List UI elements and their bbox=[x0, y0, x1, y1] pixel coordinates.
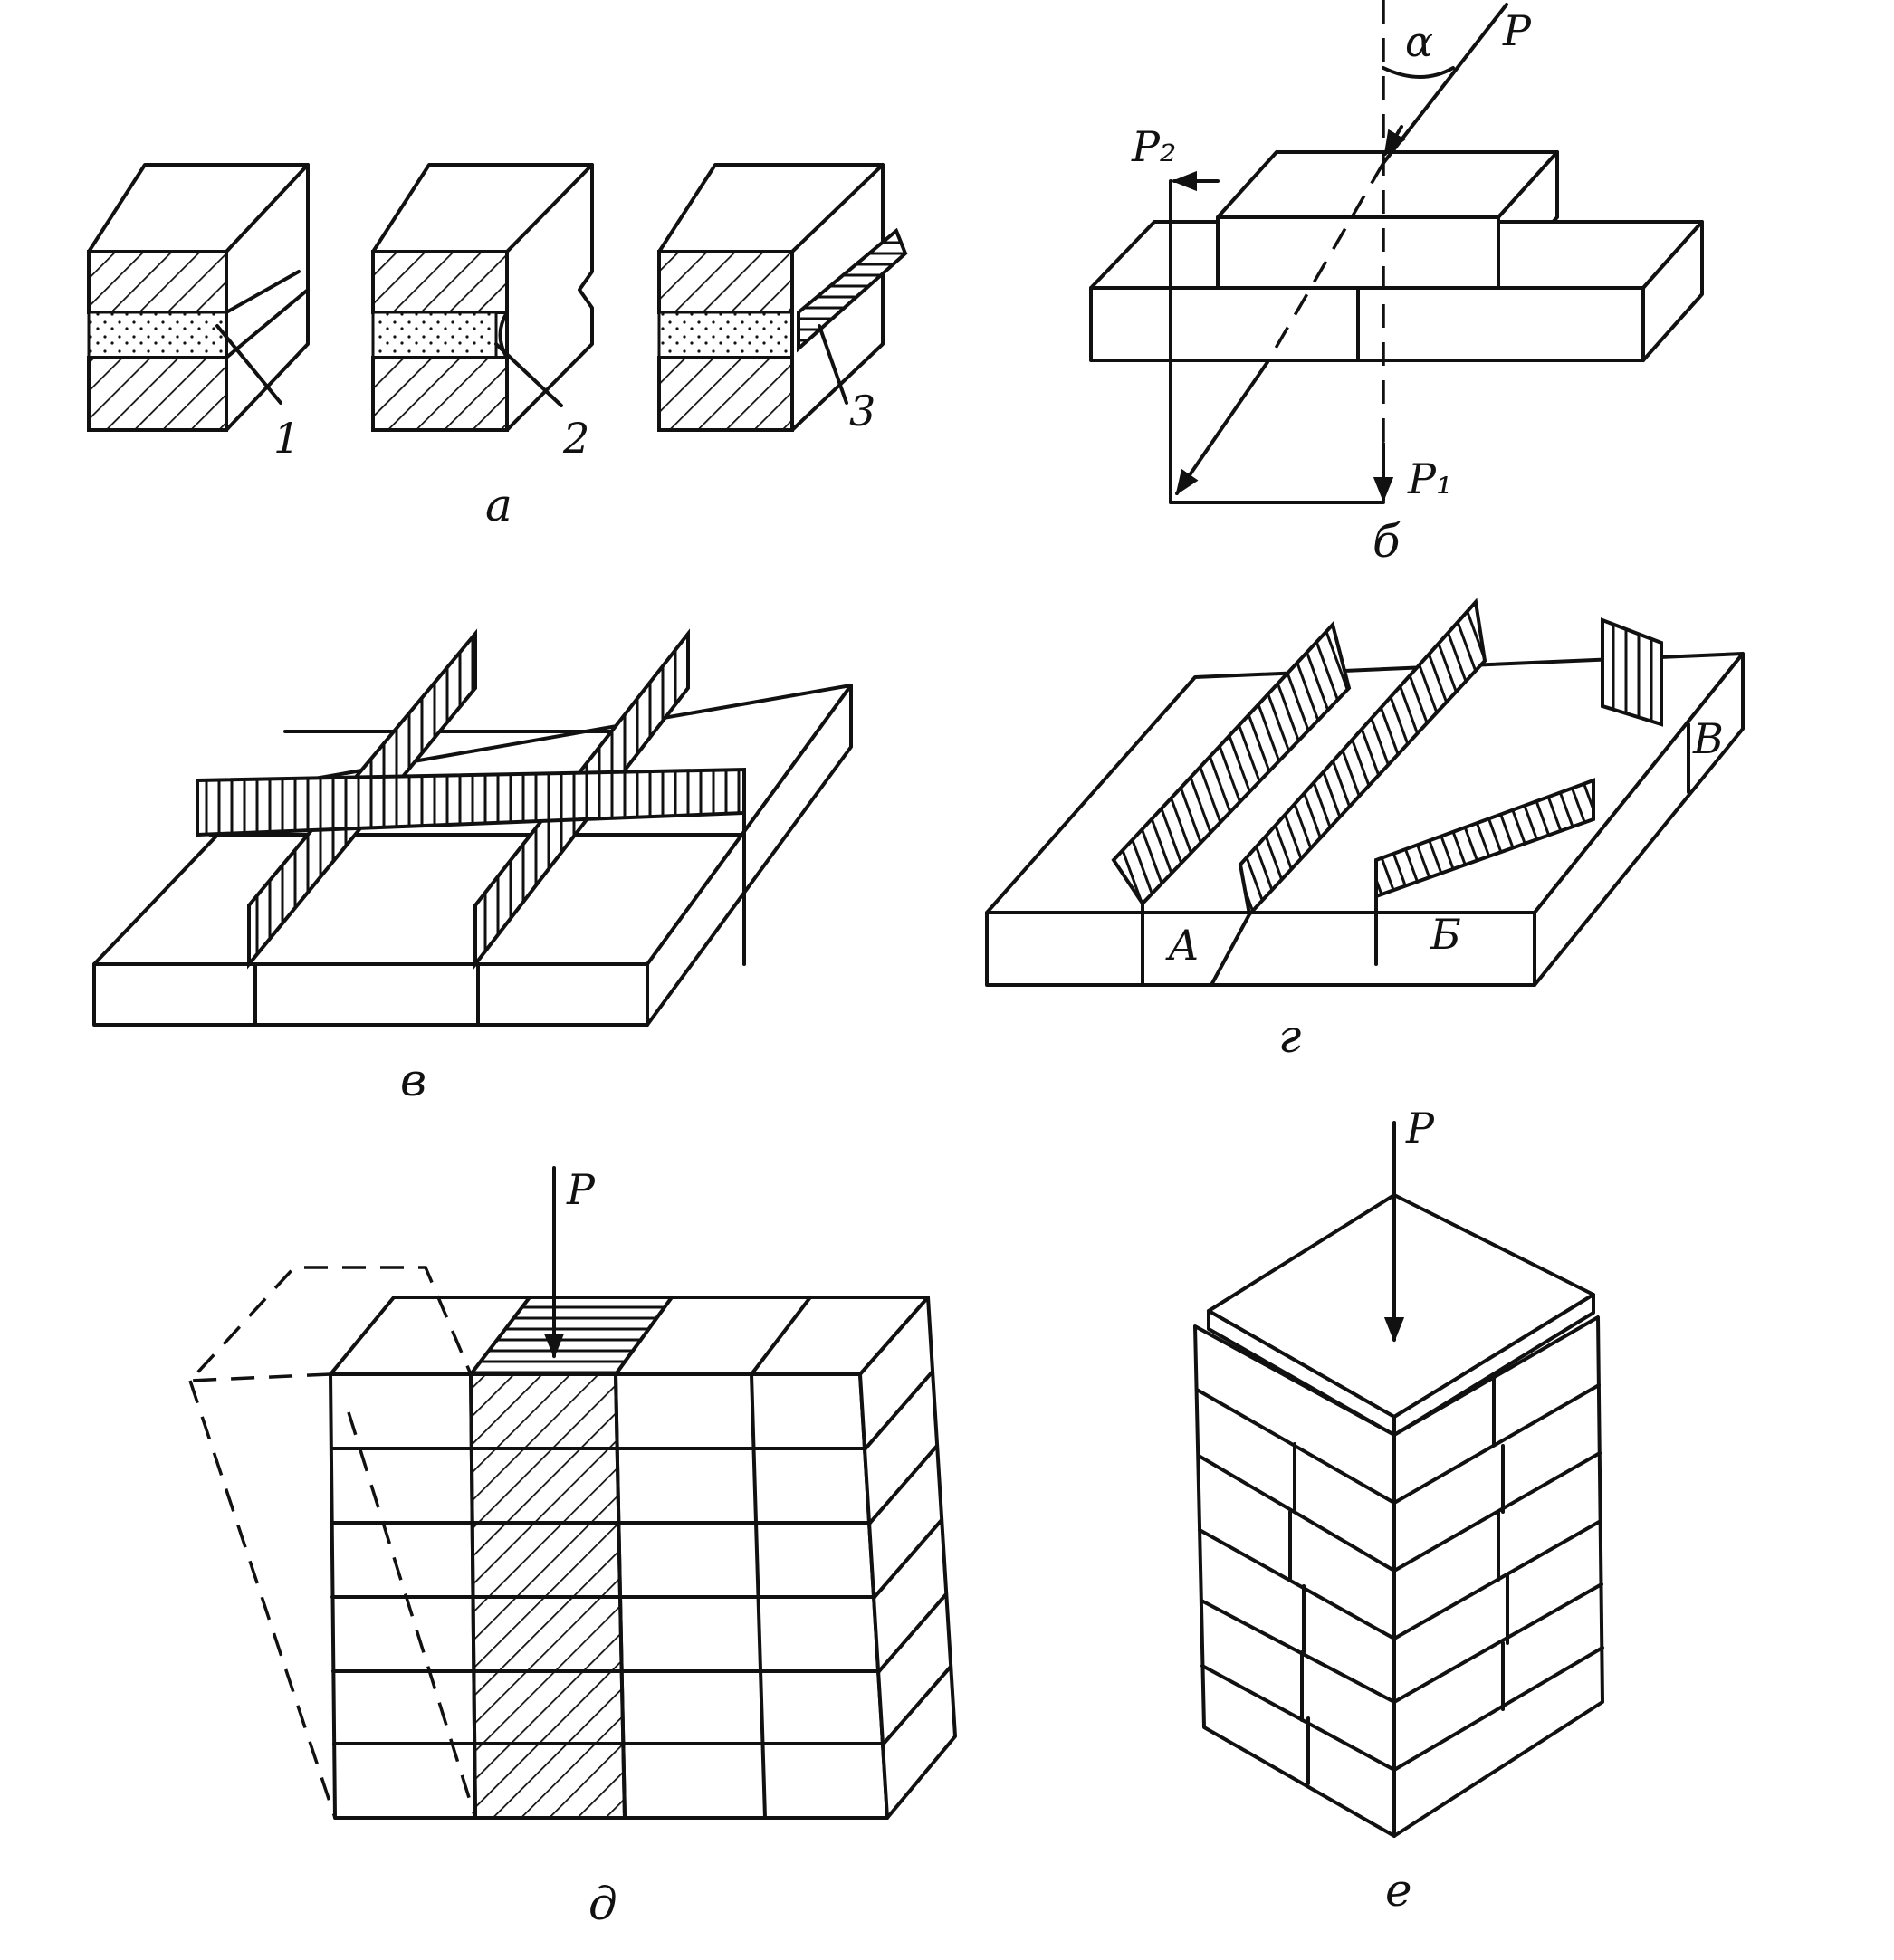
joint-fin-a-left bbox=[1111, 620, 1352, 907]
joint-sample-3: 3 bbox=[657, 163, 908, 435]
panel-g: А Б В г bbox=[985, 598, 1745, 1063]
callout-3: 3 bbox=[849, 387, 875, 435]
force-p-line bbox=[1382, 3, 1508, 165]
joint-sample-1: 1 bbox=[87, 163, 310, 463]
caption-g: г bbox=[1278, 1010, 1301, 1063]
panel-b: α P P₂ P₁ б bbox=[1089, 0, 1704, 568]
caption-b: б bbox=[1373, 515, 1401, 568]
force-p1-label: P₁ bbox=[1407, 454, 1452, 503]
joint-fin-a-right bbox=[1238, 598, 1487, 919]
force-p2-label: P₂ bbox=[1131, 122, 1176, 171]
force-p-label-d: P bbox=[566, 1165, 596, 1214]
joint-fin-v bbox=[1601, 617, 1663, 727]
force-p-label-e: P bbox=[1405, 1104, 1435, 1152]
panel-d: P д bbox=[186, 1165, 957, 1930]
panel-v: в bbox=[92, 628, 853, 1106]
callout-1: 1 bbox=[273, 414, 300, 463]
resultant-arrow bbox=[1175, 360, 1269, 496]
joint-fin-b bbox=[1374, 778, 1595, 899]
force-p-label: P bbox=[1502, 6, 1532, 55]
panel-a: 1 2 3 а bbox=[87, 163, 908, 531]
callout-2: 2 bbox=[562, 414, 589, 463]
joint-sample-2: 2 bbox=[371, 163, 594, 463]
zone-v-label: В bbox=[1692, 714, 1724, 763]
zone-a-label: А bbox=[1165, 921, 1200, 970]
caption-d: д bbox=[588, 1878, 617, 1930]
caption-v: в bbox=[400, 1054, 426, 1106]
panel-e: P е bbox=[1193, 1104, 1604, 1917]
zone-b-label: Б bbox=[1430, 910, 1461, 959]
angle-alpha-label: α bbox=[1405, 17, 1433, 66]
caption-e: е bbox=[1385, 1864, 1412, 1917]
caption-a: а bbox=[485, 479, 512, 531]
